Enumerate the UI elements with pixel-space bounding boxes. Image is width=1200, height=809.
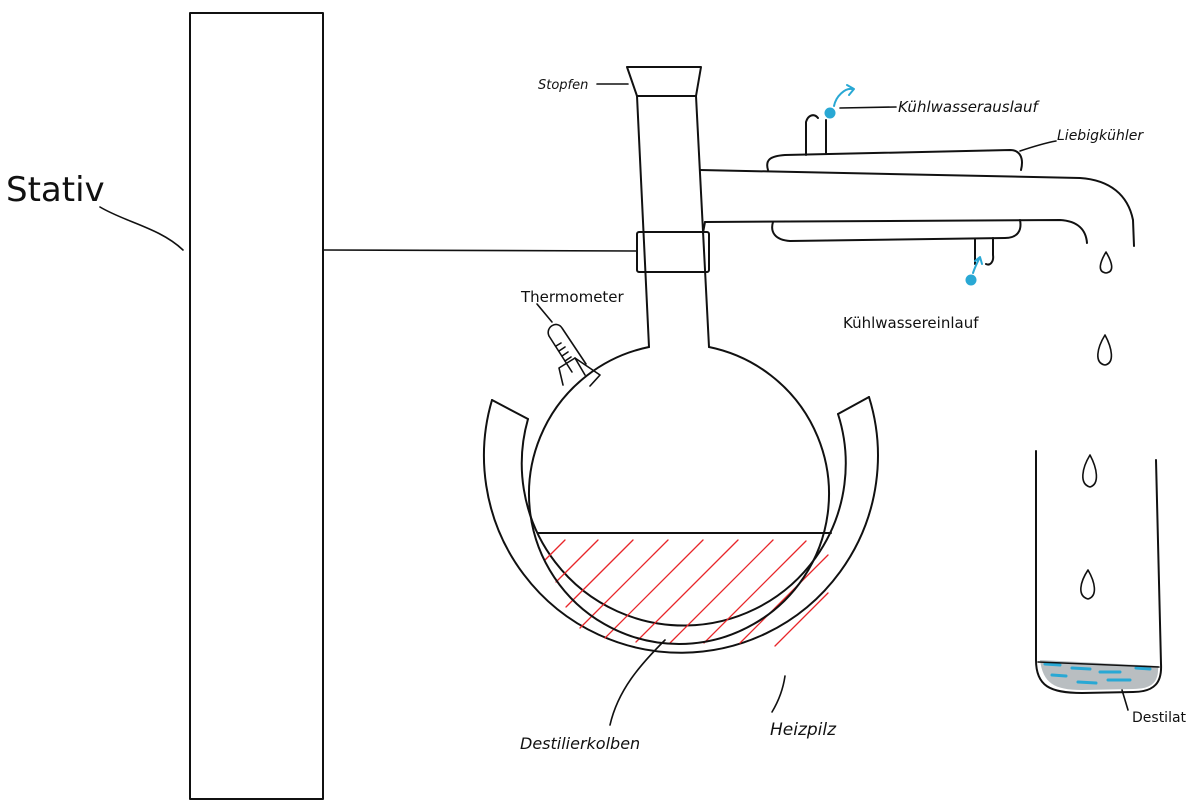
flask-body — [528, 346, 830, 645]
distillate-liquid — [1040, 660, 1159, 690]
liebig-condenser — [699, 114, 1135, 266]
destilierkolben-leader-line — [609, 639, 666, 726]
stativ-leader-line — [99, 206, 184, 251]
receiving-vessel — [1035, 450, 1163, 711]
distillate-drops — [1080, 251, 1113, 600]
label-kuehlwassereinlauf: Kühlwassereinlauf — [843, 314, 979, 332]
label-destilierkolben: Destilierkolben — [520, 734, 640, 753]
cooling-jacket-top — [766, 149, 1023, 171]
label-kuehlwasserauslauf: Kühlwasserauslauf — [898, 98, 1040, 116]
side-arm-bottom — [704, 219, 1088, 244]
mantle-left-cap — [491, 399, 529, 420]
side-arm-stub — [702, 221, 706, 234]
heizpilz-leader-line — [771, 675, 786, 713]
water-inlet-marker — [965, 256, 983, 286]
stand — [99, 12, 638, 800]
liebigkuehler-leader-line — [1019, 140, 1057, 152]
water-outlet-marker — [824, 84, 897, 119]
mantle-outer — [482, 396, 879, 654]
distillation-flask — [528, 95, 832, 726]
label-liebigkuehler: Liebigkühler — [1057, 128, 1144, 144]
flask-liquid — [544, 539, 829, 647]
label-stopfen: Stopfen — [538, 78, 588, 93]
label-heizpilz: Heizpilz — [770, 720, 837, 740]
label-thermometer: Thermometer — [520, 288, 625, 306]
side-arm-top — [699, 169, 1135, 247]
thermometer — [536, 303, 601, 387]
stand-rod — [189, 12, 324, 800]
water-outlet-nozzle — [805, 114, 827, 156]
label-destilat: Destilat — [1132, 710, 1187, 726]
flask-neck-left — [636, 95, 650, 348]
heating-mantle — [482, 396, 879, 713]
cooling-jacket-bottom — [771, 219, 1022, 242]
neck-clamp — [636, 231, 710, 273]
destilat-leader-line — [1121, 689, 1129, 711]
label-stativ: Stativ — [6, 170, 105, 210]
stopper — [596, 66, 702, 97]
mantle-right-cap — [837, 396, 870, 415]
stand-clamp-arm — [322, 249, 638, 252]
flask-neck-right — [695, 95, 710, 348]
